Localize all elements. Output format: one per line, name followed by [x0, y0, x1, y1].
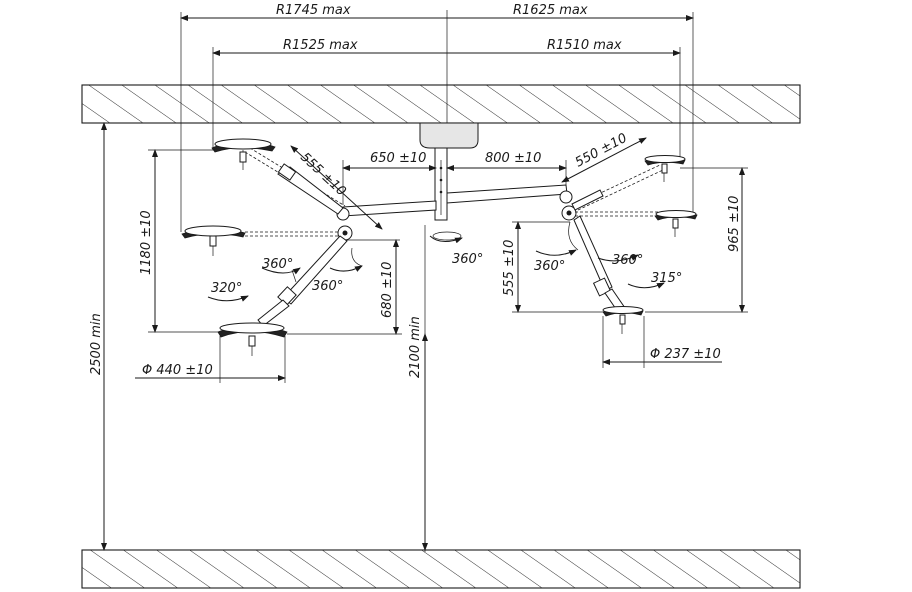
right-lower-rotation-label: 360°: [612, 253, 643, 268]
right-diameter-dimension: Φ 237 ±10: [602, 316, 722, 368]
center-rotation-label: 360°: [452, 252, 483, 267]
min-clearance-label: 2100 min: [408, 316, 423, 378]
left-head-rotation-label: 320°: [211, 281, 242, 296]
r-right-inner-label: R1510 max: [547, 38, 622, 53]
right-head-rotation-label: 315°: [651, 271, 682, 286]
central-mount: [419, 122, 479, 552]
left-diameter-dimension: Φ 440 ±10: [135, 336, 286, 383]
center-rotation-indicator: 360°: [429, 231, 483, 267]
left-light-assembly: 360° 360° 320°: [181, 138, 363, 356]
r-right-outer-label: R1625 max: [513, 3, 588, 18]
r-left-outer-label: R1745 max: [276, 3, 351, 18]
arm-right-length-label: 800 ±10: [485, 151, 541, 166]
left-joint-rotation-label: 360°: [262, 257, 293, 272]
height-right-label: 965 ±10: [727, 196, 742, 252]
radius-dimensions: R1745 max R1625 max R1525 max R1510 max: [180, 3, 694, 232]
drop-right-label: 555 ±10: [502, 240, 517, 296]
floor-slab: [81, 549, 801, 589]
horizontal-arms: 650 ±10 800 ±10: [342, 151, 568, 217]
ceiling-height-label: 2500 min: [89, 313, 104, 375]
left-lower-rotation-label: 360°: [312, 279, 343, 294]
right-light-assembly: 360° 360° 315°: [534, 155, 698, 334]
ceiling-slab: [81, 84, 801, 124]
right-vertical-dimensions: 965 ±10 555 ±10: [502, 167, 748, 313]
dia-right-label: Φ 237 ±10: [650, 347, 721, 362]
height-left-label: 1180 ±10: [139, 210, 154, 275]
right-joint-rotation-label: 360°: [534, 259, 565, 274]
arm-left-length-label: 650 ±10: [370, 151, 426, 166]
right-spring-dimension: 550 ±10: [561, 131, 647, 183]
drop-left-label: 680 ±10: [380, 262, 395, 318]
left-vertical-dimensions: 1180 ±10 680 ±10 2500 min 2100 min: [89, 122, 428, 551]
r-left-inner-label: R1525 max: [283, 38, 358, 53]
dia-left-label: Φ 440 ±10: [142, 363, 213, 378]
